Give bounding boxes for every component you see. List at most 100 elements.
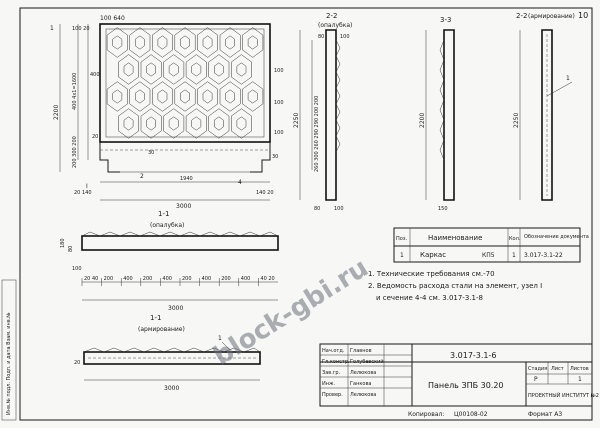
spec-frame <box>393 227 581 263</box>
hex-cell-inner <box>225 35 235 50</box>
sec11arm-left-dim: 20 <box>74 360 80 366</box>
hex-cell <box>129 27 151 58</box>
dim-right-3: 100 <box>274 130 284 136</box>
spec-h-pos: Поз. <box>396 236 407 242</box>
hex-cell <box>140 108 162 139</box>
hex-cell-inner <box>146 62 156 77</box>
title-block: Нач.отд. ГлавновГл.констр.ГолубевскийЗав.… <box>319 343 599 418</box>
watermark: block-gbi.ru <box>208 253 373 372</box>
sec11-slab <box>81 235 279 251</box>
view-2-2-formwork: 2-2 (опалубка) 2250 260 300 260 290 290 … <box>293 12 352 212</box>
spec-h-qty: Кол. <box>509 236 521 242</box>
dim-left-offsets: 100 20 <box>72 26 90 32</box>
hex-cell <box>152 27 173 58</box>
dim-1940: 1940 <box>180 176 193 182</box>
hex-cell-inner <box>214 116 224 131</box>
notes: 1. Технические требования см.-70 2. Ведо… <box>368 270 542 302</box>
sec11-bottom-dim: 20 40 <box>84 276 98 282</box>
section-1-1-reinforcement: 1-1 (армирование) 1 20 3000 <box>74 314 261 392</box>
tb-name: Панель ЗПБ 30.20 <box>428 381 504 390</box>
hex-cell-inner <box>247 89 258 104</box>
sec11-subtitle: (опалубка) <box>150 222 184 229</box>
dim-height-lower: 200 300 200 <box>72 136 78 168</box>
dim-right-30: 30 <box>272 154 278 160</box>
tb-role: Гл.констр. <box>322 359 350 365</box>
hex-cell <box>106 27 128 58</box>
spec-h-name: Наименование <box>428 234 482 242</box>
hex-cell-inner <box>202 89 213 104</box>
tb-stage-value: Р <box>534 376 538 383</box>
hex-cell-inner <box>112 35 123 50</box>
view-33-dim-bottom: 150 <box>438 206 448 212</box>
hex-cell <box>163 108 185 139</box>
hex-cell <box>174 27 196 58</box>
spec-r1-name: Каркас <box>420 251 446 259</box>
sec11-bottom-dim: 40 20 <box>260 276 274 282</box>
tb-sheets-value: 1 <box>578 376 582 383</box>
hex-cell <box>129 81 151 112</box>
dim-right-2: 100 <box>274 100 284 106</box>
panel-outline <box>99 23 271 143</box>
dim-overall: 3000 <box>176 203 191 210</box>
sec11-bottom-dim: 200 <box>221 276 231 282</box>
sec11-title: 1-1 <box>158 210 169 218</box>
hex-cell <box>174 81 196 112</box>
dim-bottom-right: 140 20 <box>256 190 274 196</box>
tb-roles: Нач.отд. ГлавновГл.констр.ГолубевскийЗав.… <box>320 348 412 398</box>
hex-cell-inner <box>146 116 156 131</box>
sec11arm-overall: 3000 <box>164 385 179 392</box>
tb-person: Главнов <box>350 348 372 354</box>
hex-cell <box>208 108 230 139</box>
hex-cell <box>106 81 128 112</box>
tb-role: Нач.отд. <box>322 348 345 354</box>
hex-cell <box>118 54 139 85</box>
sec11-bottom-dim: 200 <box>143 276 153 282</box>
tb-org: ПРОЕКТНЫЙ ИНСТИТУТ №2 <box>528 392 599 399</box>
spec-h-doc: Обозначение документа <box>524 234 589 240</box>
sec11arm-relief <box>83 347 261 353</box>
specification-table: Поз. Наименование Кол. Обозначение докум… <box>393 227 589 263</box>
hex-cell-inner <box>225 89 235 104</box>
hex-cell-inner <box>191 62 202 77</box>
hex-cell <box>152 81 173 112</box>
tb-doc-code: 3.017-3.1-6 <box>450 351 497 360</box>
sec11-bottom-dim: 400 <box>123 276 133 282</box>
tb-role: Инж. <box>322 381 336 387</box>
sec11arm-subtitle: (армирование) <box>138 326 185 333</box>
dim-bottom-left: 20 140 <box>74 190 92 196</box>
sec11arm-callout: 1 <box>218 335 222 342</box>
hex-cell-inner <box>135 89 145 104</box>
sec11-bottom-dim: 200 <box>182 276 192 282</box>
tb-role: Зав.гр. <box>322 370 341 376</box>
hex-cell-inner <box>123 62 134 77</box>
hex-cell <box>231 54 252 85</box>
section-mark-4: 4 <box>238 179 242 186</box>
tb-person: Голубевский <box>350 358 384 365</box>
view-33-profile <box>443 29 455 201</box>
hex-cell-inner <box>236 62 247 77</box>
sec11-bottom-dim: 400 <box>202 276 212 282</box>
spec-r1-pos: 1 <box>400 252 404 259</box>
dim-height-stack: 400 4x1=1600 <box>72 73 78 110</box>
hex-cell-inner <box>180 89 190 104</box>
view-22-stack: 260 300 260 290 290 200 200 <box>314 96 320 172</box>
view-22-arm-height: 2250 <box>513 113 520 128</box>
hex-cell-inner <box>202 35 213 50</box>
left-leg <box>99 142 120 173</box>
view-22-arm-callout: 1 <box>566 75 570 82</box>
hex-cell <box>242 81 264 112</box>
side-strip-text: Инв.№ подл. Подп. и дата Взам. инв.№ <box>6 312 12 415</box>
section-mark-I: I <box>86 183 88 190</box>
sec11arm-leader <box>221 341 231 351</box>
view-2-2-reinforcement: 2-2 (армирование) 2250 1 <box>513 12 575 201</box>
view-22-arm-title: 2-2 <box>516 12 527 20</box>
hex-cell <box>197 27 218 58</box>
spec-r1-mark: КП5 <box>482 252 495 259</box>
title-block-frame <box>319 343 593 407</box>
note-3: и сечение 4-4 см. 3.017-3.1-8 <box>376 294 483 302</box>
hex-cell-inner <box>135 35 145 50</box>
sec11-left-dim-3: 100 <box>72 266 82 272</box>
hexagon-relief-pattern <box>106 27 264 139</box>
